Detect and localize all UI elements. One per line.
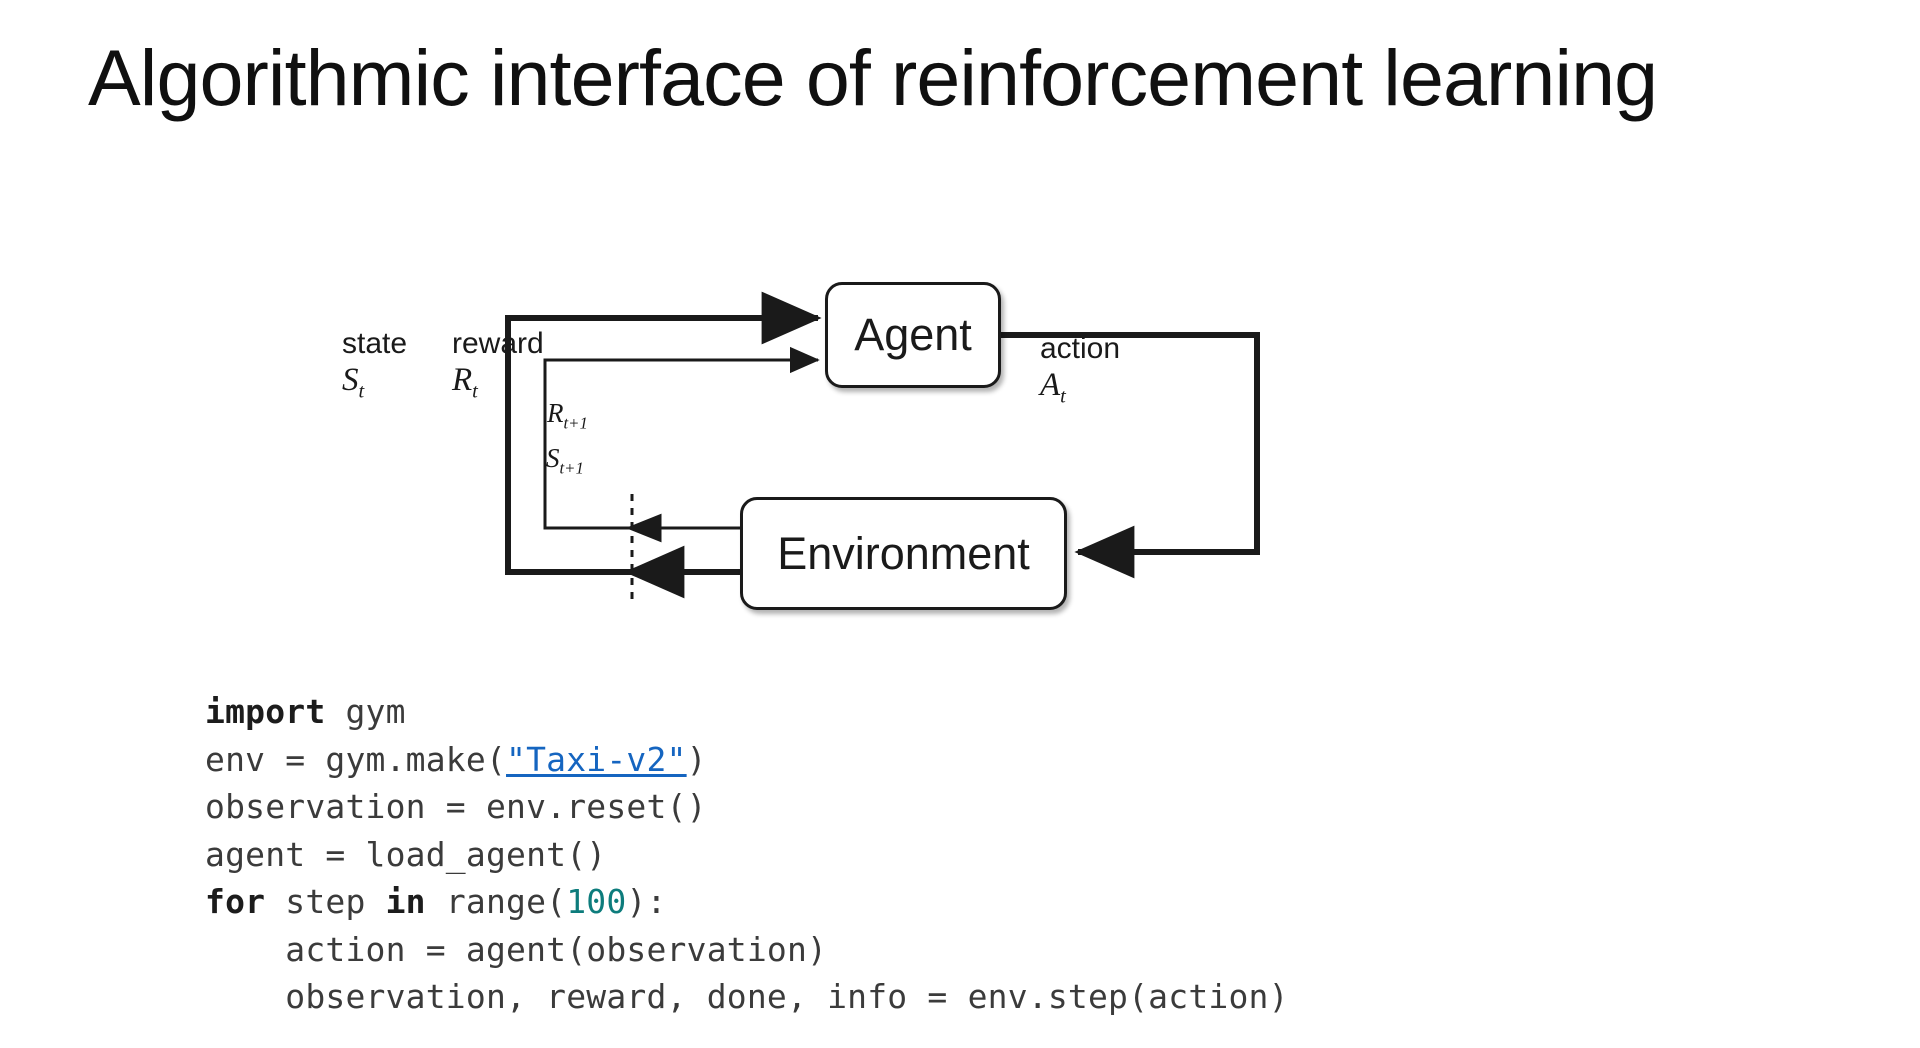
code-text: step — [265, 882, 386, 921]
code-keyword: for — [205, 882, 266, 921]
diagram-connectors — [505, 291, 1260, 600]
diagram-node-environment: Environment — [740, 497, 1067, 610]
environment-label: Environment — [777, 527, 1030, 579]
code-number: 100 — [566, 882, 627, 921]
code-keyword: in — [385, 882, 426, 921]
code-text: observation, reward, done, info = env.st… — [205, 977, 1289, 1016]
code-line: observation = env.reset() — [205, 783, 1289, 831]
code-keyword: import — [205, 692, 326, 731]
code-line: env = gym.make("Taxi-v2") — [205, 736, 1289, 784]
code-text: observation = env.reset() — [205, 787, 707, 826]
taxi-v2-link[interactable]: "Taxi-v2" — [506, 739, 687, 779]
diagram-label-reward: reward Rt — [452, 327, 544, 405]
code-text: ) — [686, 739, 707, 779]
edge-agent-to-environment-action — [1001, 332, 1260, 579]
diagram-label-state-next: St+1 — [546, 443, 584, 478]
action-symbol: At — [1040, 367, 1066, 408]
action-word: action — [1040, 332, 1121, 365]
page-title: Algorithmic interface of reinforcement l… — [88, 33, 1658, 122]
diagram-label-reward-next: Rt+1 — [547, 398, 588, 433]
code-line: observation, reward, done, info = env.st… — [205, 973, 1289, 1021]
code-line: action = agent(observation) — [205, 926, 1289, 974]
diagram-label-state: state St — [342, 327, 408, 405]
diagram-node-agent: Agent — [825, 282, 1001, 388]
code-line: import gym — [205, 688, 1289, 736]
code-text: agent = load_agent() — [205, 834, 607, 874]
code-line: for step in range(100): — [205, 878, 1289, 926]
edge-reward-to-agent — [543, 346, 820, 530]
agent-label: Agent — [854, 309, 972, 360]
code-line: agent = load_agent() — [205, 831, 1289, 879]
state-word: state — [342, 327, 408, 360]
state-symbol: St — [342, 362, 365, 403]
code-text: action = agent(observation) — [205, 929, 828, 969]
edge-state-to-agent — [505, 291, 822, 575]
code-text: ): — [626, 882, 667, 921]
rl-loop-diagram: Agent Environment state St reward Rt act… — [342, 255, 1320, 635]
reward-symbol: Rt — [452, 362, 478, 403]
reward-word: reward — [452, 327, 544, 360]
code-text: range( — [425, 882, 567, 921]
diagram-label-action: action At — [1040, 332, 1121, 410]
code-text: env = gym.make( — [205, 739, 507, 779]
code-text: gym — [325, 692, 406, 731]
